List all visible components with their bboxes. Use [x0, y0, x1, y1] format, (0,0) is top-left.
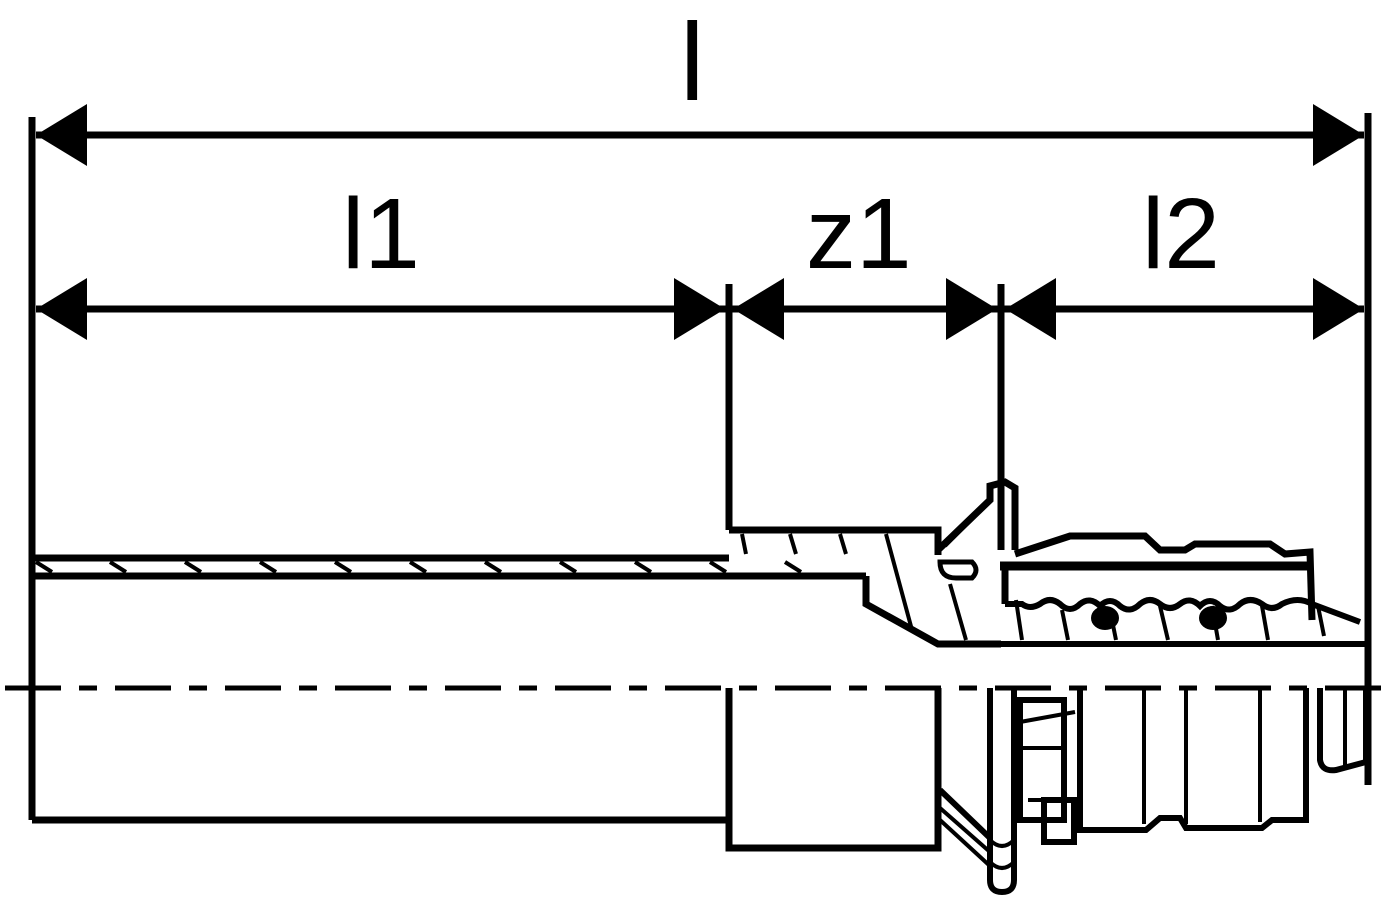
arrowhead-z1-left [733, 278, 784, 340]
arrowhead-left [36, 104, 87, 166]
dimension-label-z1: z1 [806, 178, 912, 290]
o-ring-1 [1091, 606, 1119, 630]
arrowhead-right [1313, 104, 1364, 166]
arrowhead-l2-right [1313, 278, 1364, 340]
arrowhead-l1-right [674, 278, 725, 340]
o-ring-2 [1199, 606, 1227, 630]
spigot-pipe [32, 558, 866, 820]
arrowhead-l1-left [36, 278, 87, 340]
dimension-label-l2: l2 [1142, 178, 1220, 290]
extension-lines [32, 113, 1368, 820]
arrowhead-l2-left [1005, 278, 1056, 340]
press-end-exterior [940, 688, 1366, 892]
dimension-label-overall: l [680, 1, 705, 124]
dimension-line-segments [36, 278, 1364, 340]
press-sleeve [938, 482, 1360, 630]
arrowhead-z1-right [946, 278, 997, 340]
dimension-line-overall [36, 104, 1364, 166]
dimension-label-l1: l1 [342, 178, 420, 290]
